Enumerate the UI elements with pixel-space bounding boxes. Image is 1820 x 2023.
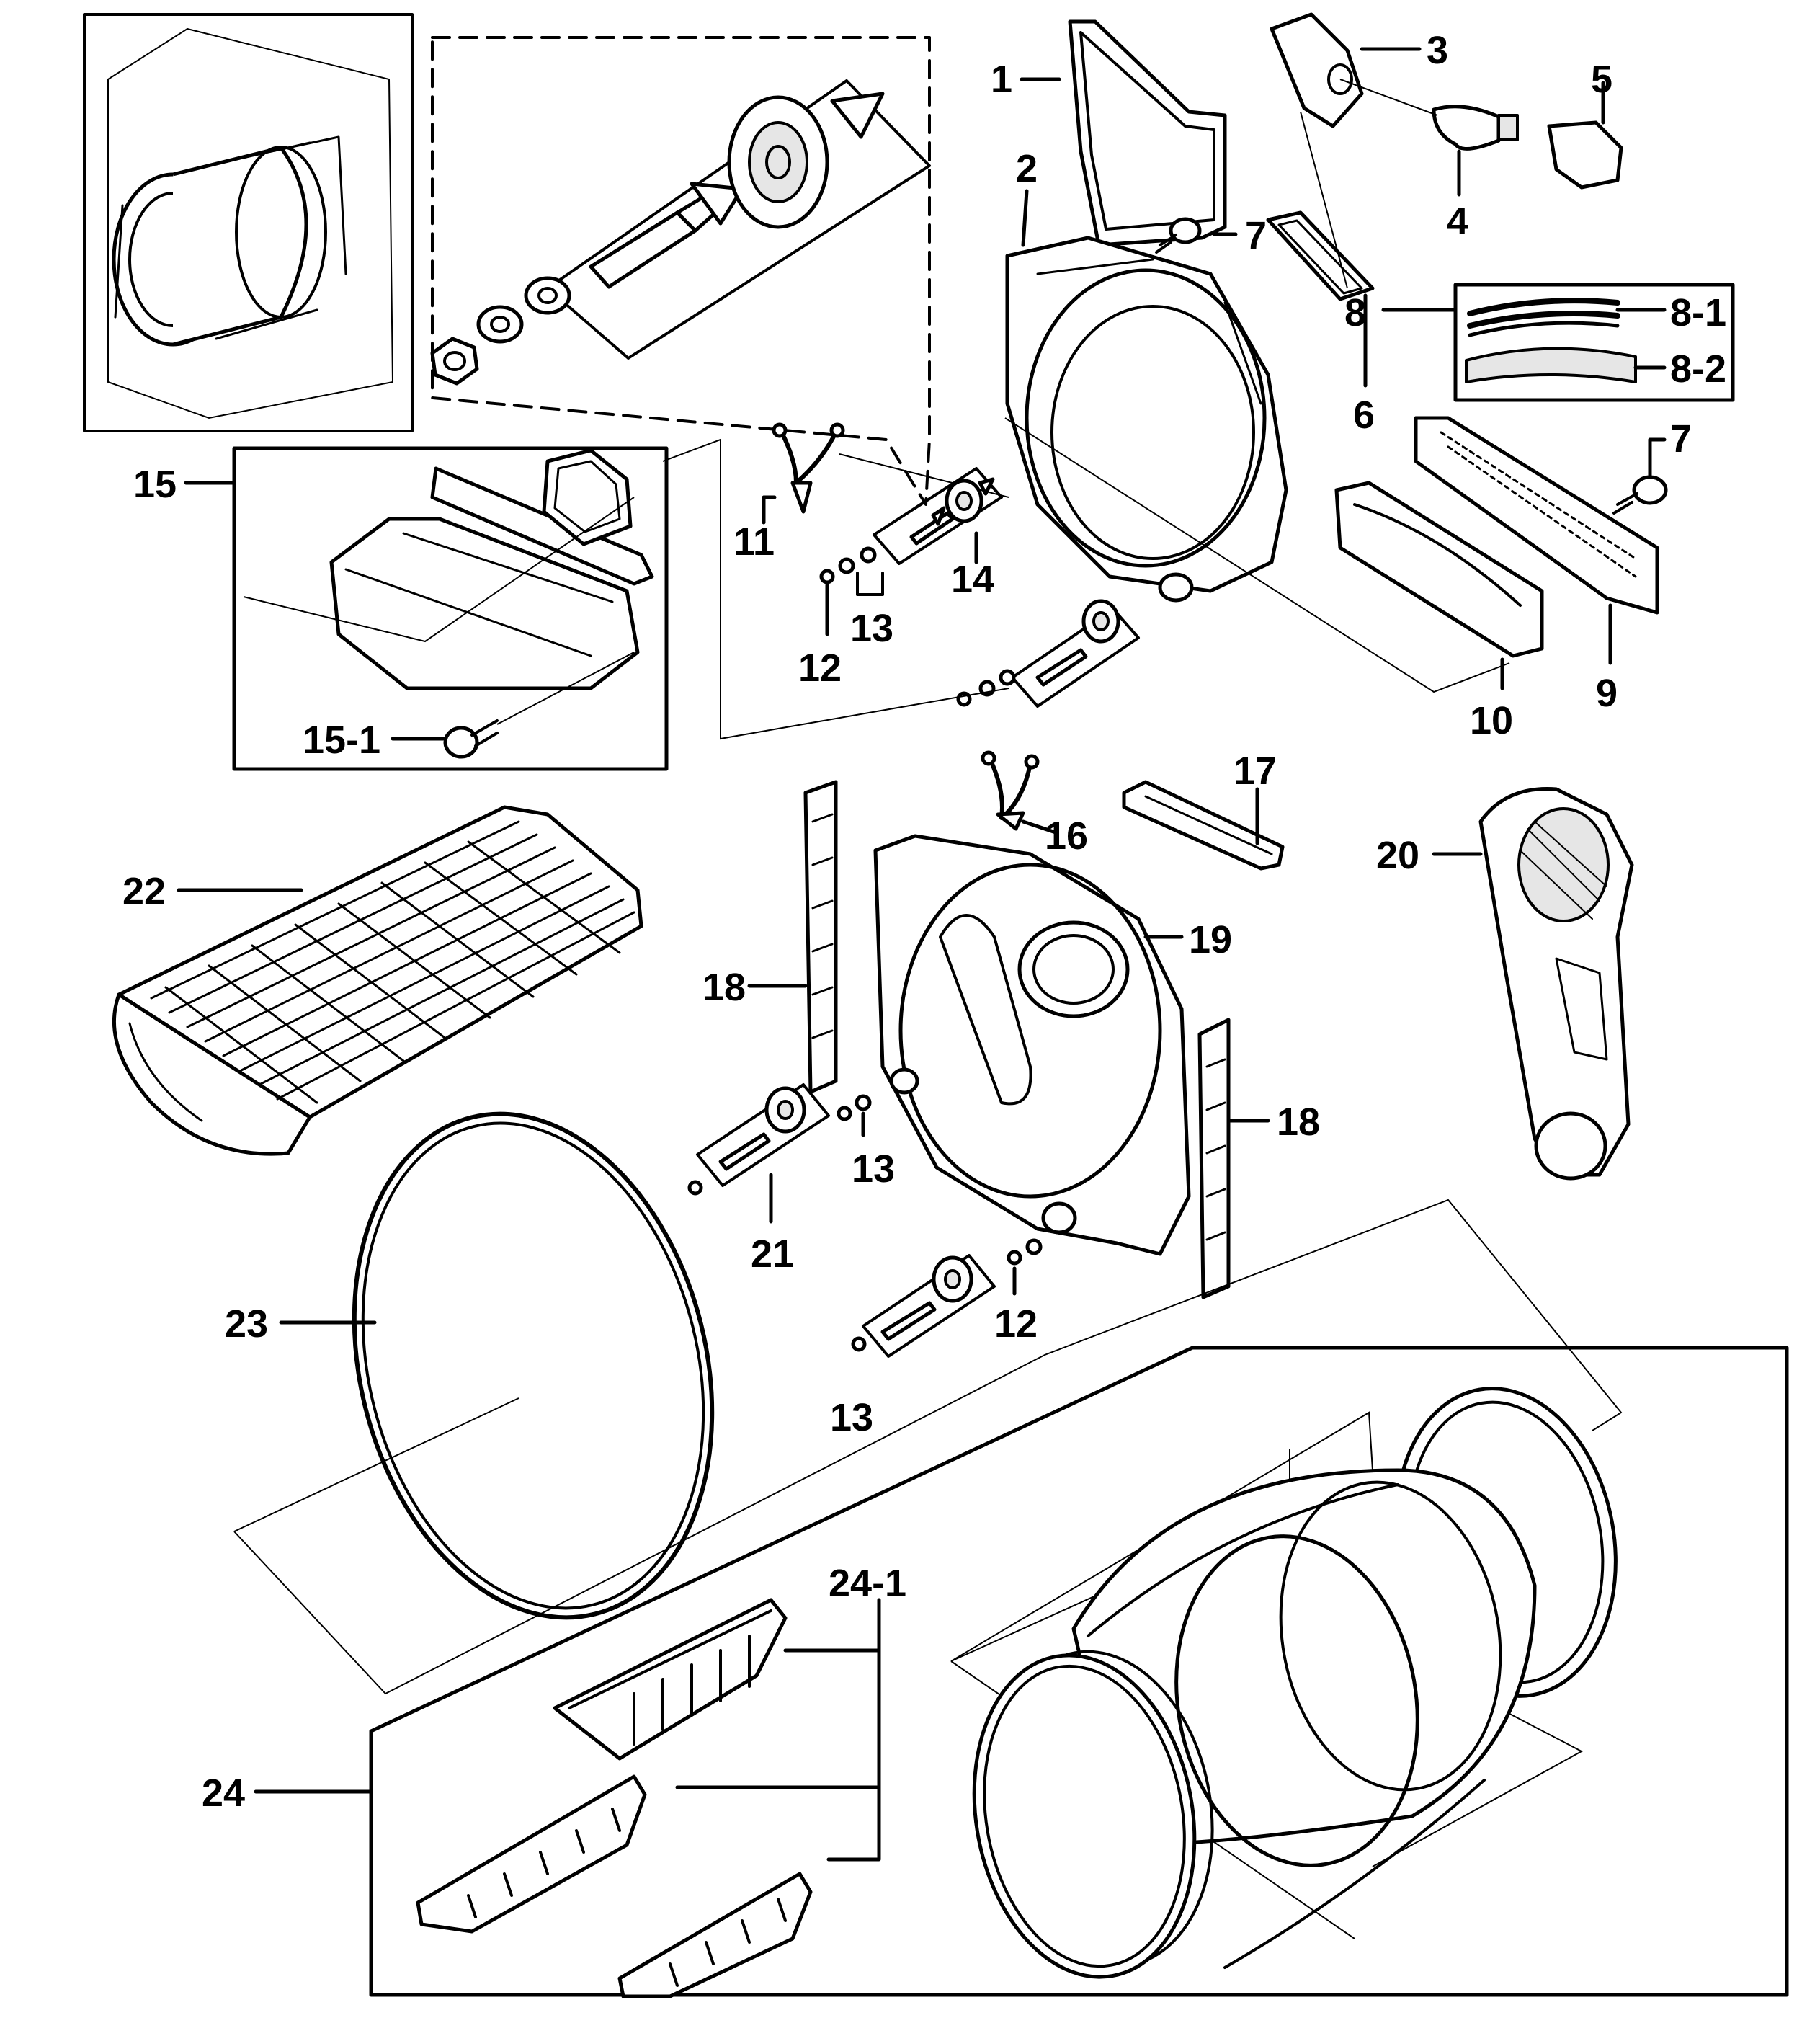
label-19: 19 bbox=[1189, 918, 1232, 961]
part-10-duct-bracket bbox=[1004, 417, 1544, 693]
label-6: 6 bbox=[1353, 394, 1375, 437]
front-roller-lower bbox=[851, 1238, 1043, 1358]
part-18-slide-left bbox=[747, 780, 838, 1094]
label-10: 10 bbox=[1470, 699, 1513, 742]
part-9-lint-duct bbox=[1414, 416, 1659, 665]
label-17: 17 bbox=[1234, 750, 1277, 793]
part-3-lamp-housing bbox=[1270, 12, 1422, 128]
part-11-clip bbox=[762, 422, 1009, 525]
shaft-detail-callout bbox=[430, 36, 931, 506]
label-22: 22 bbox=[122, 870, 166, 913]
part-20-front-duct bbox=[1432, 787, 1634, 1181]
roller-assembly-rear-duplicate bbox=[956, 599, 1140, 708]
part-4-bulb bbox=[1339, 79, 1519, 197]
filter-grid bbox=[150, 820, 635, 1104]
part-15-1-screw bbox=[391, 652, 635, 759]
label-4: 4 bbox=[1447, 200, 1468, 243]
label-15-1: 15-1 bbox=[303, 719, 380, 762]
label-12-bottom: 12 bbox=[994, 1302, 1038, 1346]
label-13-bottom: 13 bbox=[830, 1396, 873, 1439]
label-11: 11 bbox=[733, 520, 775, 564]
part-23-felt-seal bbox=[233, 1111, 1623, 1695]
label-8: 8 bbox=[1344, 291, 1366, 334]
label-5: 5 bbox=[1591, 58, 1612, 101]
label-18-right: 18 bbox=[1277, 1101, 1320, 1144]
label-2: 2 bbox=[1016, 147, 1038, 190]
label-9: 9 bbox=[1596, 672, 1618, 715]
label-8-1: 8-1 bbox=[1670, 291, 1726, 334]
part-15-duct-assembly bbox=[184, 438, 1009, 771]
label-24-1: 24-1 bbox=[829, 1562, 906, 1605]
part-5-socket bbox=[1547, 81, 1623, 190]
part-22-filter-basket bbox=[112, 805, 643, 1156]
label-8-2: 8-2 bbox=[1670, 347, 1726, 391]
part-6-lamp-cover bbox=[1266, 111, 1375, 388]
label-23: 23 bbox=[225, 1302, 268, 1346]
part-16-clip bbox=[981, 750, 1058, 835]
label-12-top: 12 bbox=[798, 646, 842, 690]
part-8-heater-kit bbox=[1381, 283, 1735, 402]
label-7-top: 7 bbox=[1245, 214, 1267, 257]
label-21: 21 bbox=[751, 1232, 794, 1276]
inset-assembled-view bbox=[83, 13, 414, 432]
label-1: 1 bbox=[991, 58, 1012, 101]
label-14: 14 bbox=[951, 558, 994, 601]
part-24-1-lifters bbox=[416, 1598, 881, 1998]
part-2-rear-bulkhead bbox=[1005, 189, 1288, 603]
part-17-rail bbox=[1122, 780, 1285, 871]
part-7-screw-top bbox=[1155, 217, 1238, 254]
label-13-top: 13 bbox=[850, 607, 893, 650]
part-labels: 1 2 3 4 5 6 7 7 8 8-1 8-2 9 10 11 12 12 … bbox=[122, 29, 1726, 1815]
label-20: 20 bbox=[1376, 834, 1419, 877]
label-18-left: 18 bbox=[702, 966, 746, 1009]
part-14-roller-assembly bbox=[819, 467, 1003, 636]
part-18-slide-right bbox=[1197, 1018, 1270, 1299]
label-16: 16 bbox=[1045, 814, 1088, 858]
part-1-gasket bbox=[1020, 19, 1227, 247]
part-24-drum-box bbox=[254, 1346, 1789, 1997]
part-7-screw-right bbox=[1612, 437, 1668, 515]
label-24: 24 bbox=[202, 1771, 245, 1815]
label-3: 3 bbox=[1427, 29, 1448, 72]
label-7-right: 7 bbox=[1670, 417, 1692, 461]
label-15: 15 bbox=[133, 463, 177, 506]
label-13-middle: 13 bbox=[852, 1147, 895, 1191]
drum bbox=[950, 1387, 1618, 1979]
part-21-front-roller bbox=[687, 1083, 872, 1224]
part-19-front-bulkhead bbox=[873, 834, 1191, 1256]
